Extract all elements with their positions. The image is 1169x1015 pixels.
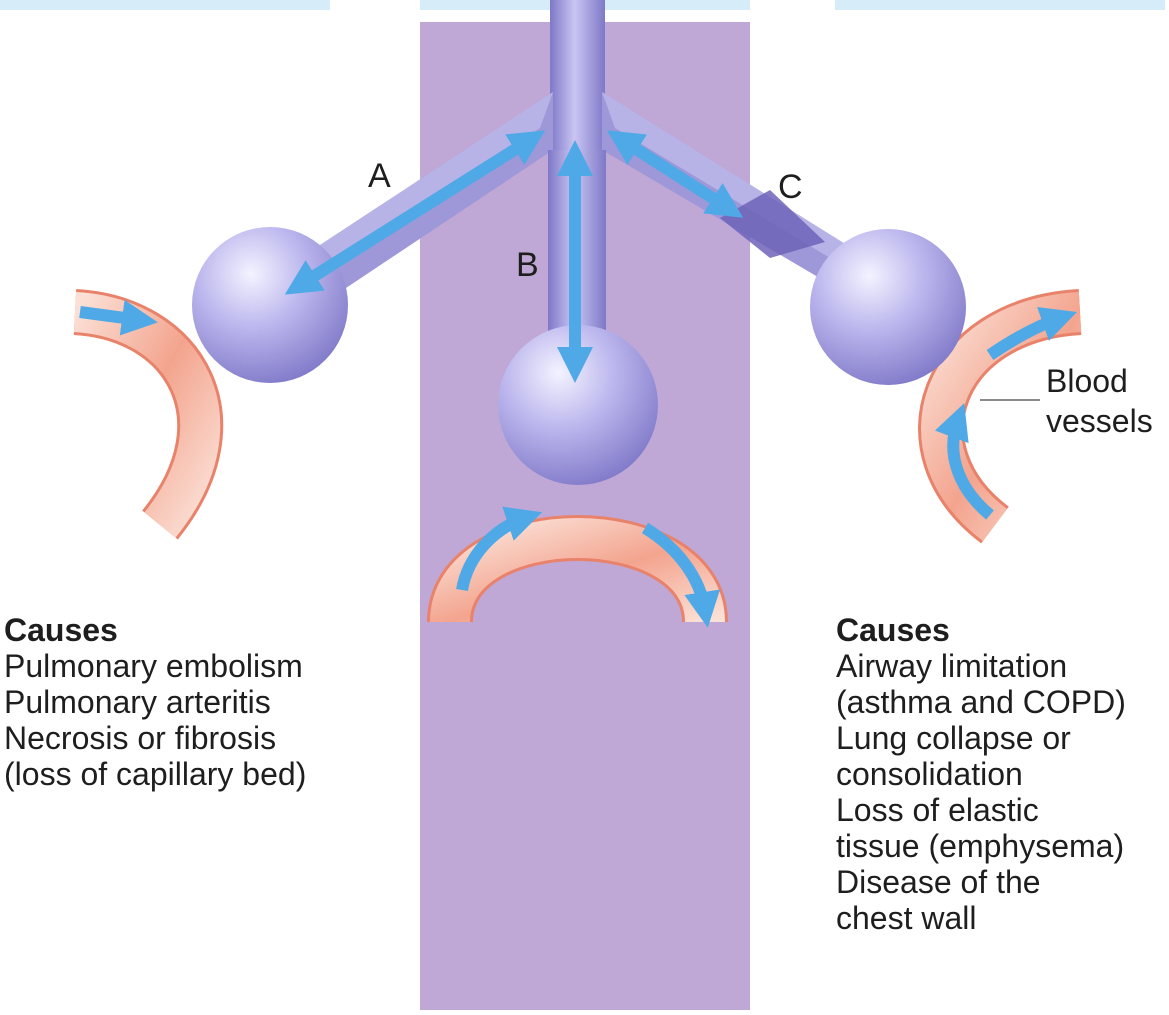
causes-left-item: (loss of capillary bed) <box>4 756 306 792</box>
causes-right-item: chest wall <box>836 900 1126 936</box>
causes-right-item: Disease of the <box>836 864 1126 900</box>
causes-right-title: Causes <box>836 612 1126 648</box>
causes-right-item: Lung collapse or <box>836 720 1126 756</box>
top-tab-right <box>835 0 1165 10</box>
causes-right-item: tissue (emphysema) <box>836 828 1126 864</box>
blood-vessel-left <box>75 312 200 525</box>
causes-left-item: Pulmonary arteritis <box>4 684 306 720</box>
blood-vessels-label-line1: Blood <box>1046 363 1128 399</box>
causes-left-item: Necrosis or fibrosis <box>4 720 306 756</box>
alveolus-right <box>810 229 966 385</box>
causes-left-title: Causes <box>4 612 306 648</box>
top-tab-left <box>0 0 330 10</box>
alveolus-left <box>192 227 348 383</box>
causes-right-item: consolidation <box>836 756 1126 792</box>
blood-vessels-label-line2: vessels <box>1046 403 1153 439</box>
causes-right-item: Loss of elastic <box>836 792 1126 828</box>
causes-right: Causes Airway limitation (asthma and COP… <box>836 612 1126 936</box>
causes-left: Causes Pulmonary embolism Pulmonary arte… <box>4 612 306 792</box>
label-a: A <box>368 157 391 195</box>
causes-right-item: (asthma and COPD) <box>836 684 1126 720</box>
label-b: B <box>516 246 539 284</box>
causes-left-item: Pulmonary embolism <box>4 648 306 684</box>
causes-right-item: Airway limitation <box>836 648 1126 684</box>
label-c: C <box>778 168 803 206</box>
